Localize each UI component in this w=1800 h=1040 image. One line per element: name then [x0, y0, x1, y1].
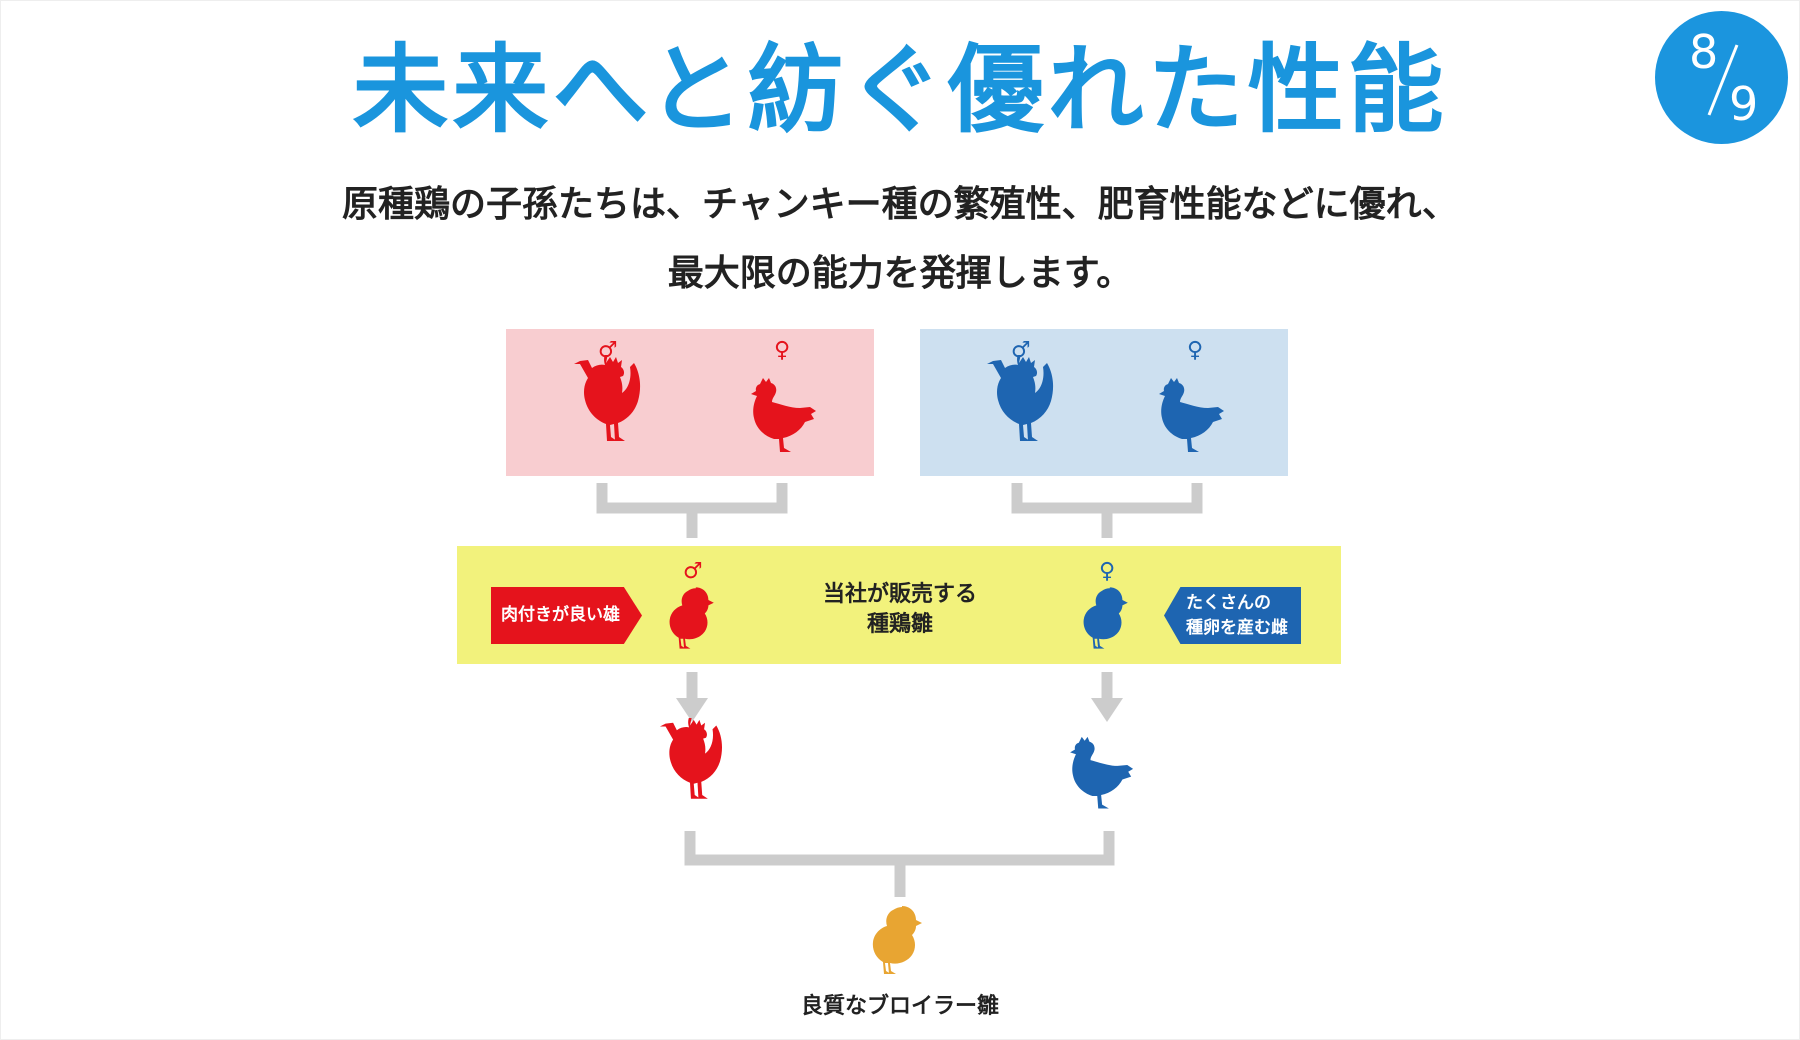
- page-counter: 8 9: [1655, 11, 1788, 144]
- male-symbol: ♂: [598, 338, 618, 363]
- subtitle-line-1: 原種鶏の子孫たちは、チャンキー種の繁殖性、肥育性能などに優れ、: [341, 184, 1458, 225]
- male-trait-tag: 肉付きが良い雄: [491, 587, 642, 644]
- chick-icon: [872, 906, 922, 974]
- female-symbol: ♀: [774, 338, 791, 363]
- female-line-grandparents-panel: [920, 329, 1288, 476]
- sold-chicks-label-line-1: 当社が販売する: [822, 582, 977, 607]
- female-symbol: ♀: [1187, 338, 1204, 363]
- male-line-grandparents-panel: [506, 329, 874, 476]
- male-symbol: ♂: [683, 559, 703, 584]
- page-current: 8: [1689, 25, 1719, 79]
- male-symbol: ♂: [1011, 338, 1031, 363]
- rooster-icon: [659, 718, 723, 799]
- male-trait-text: 肉付きが良い雄: [501, 605, 620, 625]
- female-symbol: ♀: [1099, 559, 1116, 584]
- page-total: 9: [1729, 77, 1759, 131]
- female-trait-text-line-2: 種卵を産む雌: [1186, 617, 1288, 638]
- broiler-chick-caption: 良質なブロイラー雛: [800, 994, 999, 1019]
- page-title: 未来へと紡ぐ優れた性能: [352, 34, 1448, 146]
- female-trait-tag: たくさんの 種卵を産む雌: [1164, 587, 1301, 644]
- chick-icon: [669, 587, 714, 649]
- sold-chicks-label: 当社が販売する 種鶏雛: [800, 580, 1000, 640]
- page-counter-slash: [1707, 44, 1739, 116]
- female-trait-text-line-1: たくさんの: [1186, 592, 1271, 613]
- sold-chicks-label-line-2: 種鶏雛: [866, 612, 933, 637]
- subtitle-line-2: 最大限の能力を発揮します。: [667, 253, 1133, 294]
- chick-icon: [1083, 587, 1128, 649]
- hen-icon: [1070, 736, 1134, 809]
